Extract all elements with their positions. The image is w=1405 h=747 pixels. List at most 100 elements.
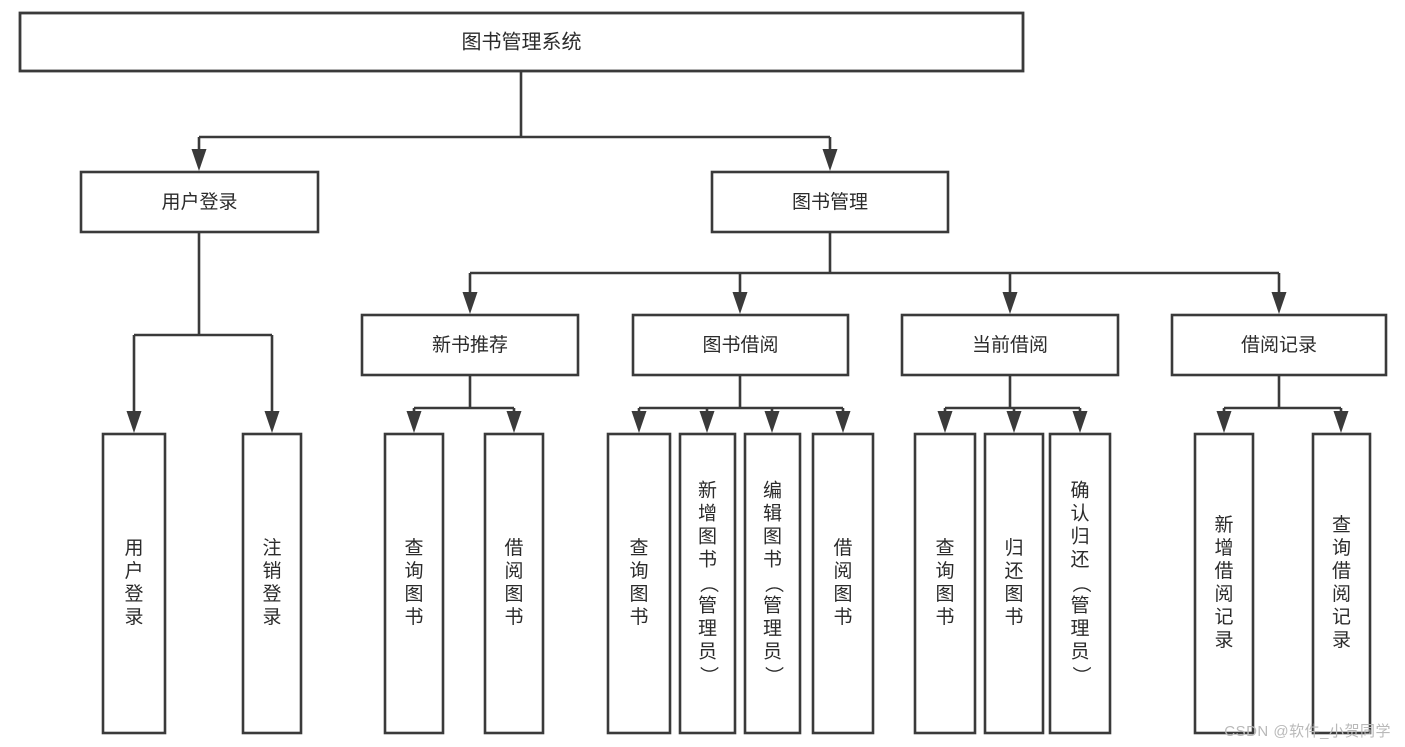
node-new-book-recommend[interactable]: 新书推荐 <box>360 313 580 377</box>
node-layer: 图书管理系统用户登录图书管理新书推荐图书借阅当前借阅借阅记录用户登录注销登录查询… <box>18 11 1388 735</box>
label-char: ） <box>762 666 784 685</box>
connector-group-borrow-to-leaves <box>631 375 851 433</box>
arrow-head-leaf-edit-book <box>764 411 780 433</box>
label-char: 员 <box>1070 642 1089 663</box>
label-char: 书 <box>404 606 423 628</box>
arrow-head-current-borrow <box>1002 292 1018 314</box>
node-box-leaf-borrow-book-1[interactable] <box>483 432 545 735</box>
node-box-leaf-logout[interactable] <box>241 432 303 735</box>
connector-group-bookmanage-to-level2 <box>462 232 1287 314</box>
label-char: 员 <box>763 642 782 663</box>
label-char: 管 <box>698 595 717 617</box>
label-char: 图 <box>404 584 423 605</box>
connector-group-root-to-level1 <box>191 71 838 171</box>
node-label-borrow-record: 借阅记录 <box>1241 334 1317 356</box>
label-char: 借 <box>504 537 523 559</box>
csdn-watermark: CSDN @软件_小贺同学 <box>1224 723 1391 740</box>
node-root[interactable]: 图书管理系统 <box>18 11 1025 73</box>
label-char: 查 <box>629 537 648 559</box>
node-box-leaf-confirm-return[interactable] <box>1048 432 1112 735</box>
node-leaf-user-login[interactable]: 用户登录 <box>101 432 167 735</box>
label-char: 理 <box>698 619 717 640</box>
label-char: ） <box>1070 666 1092 685</box>
label-char: 增 <box>1214 537 1233 559</box>
label-char: 查 <box>404 537 423 559</box>
node-label-book-manage: 图书管理 <box>792 191 868 213</box>
label-char: 阅 <box>504 560 523 582</box>
node-label-leaf-user-login: 用户登录 <box>124 538 143 628</box>
label-char: 借 <box>1214 560 1233 582</box>
node-book-borrow[interactable]: 图书借阅 <box>631 313 850 377</box>
node-box-leaf-query-record[interactable] <box>1311 432 1372 735</box>
node-box-borrow-record[interactable] <box>1170 313 1388 377</box>
node-borrow-record[interactable]: 借阅记录 <box>1170 313 1388 377</box>
label-char: 借 <box>1332 560 1351 582</box>
node-box-leaf-edit-book[interactable] <box>743 432 802 735</box>
node-box-leaf-return-book[interactable] <box>983 432 1045 735</box>
node-label-root: 图书管理系统 <box>462 30 582 53</box>
arrow-head-leaf-logout <box>264 411 280 433</box>
node-label-user-login: 用户登录 <box>161 191 237 213</box>
label-char: 员 <box>698 642 717 663</box>
label-char: 书 <box>935 606 954 628</box>
label-char: 记 <box>1332 606 1351 628</box>
arrow-head-leaf-query-book-2 <box>631 411 647 433</box>
label-char: （ <box>1070 574 1092 593</box>
node-box-leaf-borrow-book-2[interactable] <box>811 432 875 735</box>
label-char: 录 <box>1214 630 1233 651</box>
label-char: 询 <box>404 560 423 582</box>
label-char: 图 <box>629 584 648 605</box>
node-box-current-borrow[interactable] <box>900 313 1120 377</box>
node-user-login[interactable]: 用户登录 <box>79 170 320 234</box>
node-box-book-borrow[interactable] <box>631 313 850 377</box>
label-char: 阅 <box>1214 583 1233 605</box>
label-char: 借 <box>833 537 852 559</box>
node-box-book-manage[interactable] <box>710 170 950 234</box>
node-box-leaf-add-record[interactable] <box>1193 432 1255 735</box>
label-char: 还 <box>1004 560 1023 582</box>
label-char: 户 <box>124 560 143 582</box>
label-char: 书 <box>1004 606 1023 628</box>
node-box-leaf-query-book-1[interactable] <box>383 432 445 735</box>
node-box-new-book-recommend[interactable] <box>360 313 580 377</box>
label-char: 录 <box>124 607 143 628</box>
label-char: 归 <box>1070 526 1089 548</box>
label-char: 理 <box>763 619 782 640</box>
label-char: 查 <box>1332 514 1351 536</box>
node-box-leaf-user-login[interactable] <box>101 432 167 735</box>
label-char: 查 <box>935 537 954 559</box>
label-char: 归 <box>1004 537 1023 559</box>
node-book-manage[interactable]: 图书管理 <box>710 170 950 234</box>
node-current-borrow[interactable]: 当前借阅 <box>900 313 1120 377</box>
label-char: 询 <box>1332 537 1351 559</box>
node-box-user-login[interactable] <box>79 170 320 234</box>
label-char: 书 <box>504 606 523 628</box>
label-char: 增 <box>698 503 717 525</box>
node-box-leaf-add-book[interactable] <box>678 432 737 735</box>
node-box-root[interactable] <box>18 11 1025 73</box>
label-char: 图 <box>504 584 523 605</box>
node-box-leaf-query-book-3[interactable] <box>913 432 977 735</box>
node-box-leaf-query-book-2[interactable] <box>606 432 672 735</box>
label-char: 书 <box>629 606 648 628</box>
label-char: 销 <box>262 560 281 582</box>
